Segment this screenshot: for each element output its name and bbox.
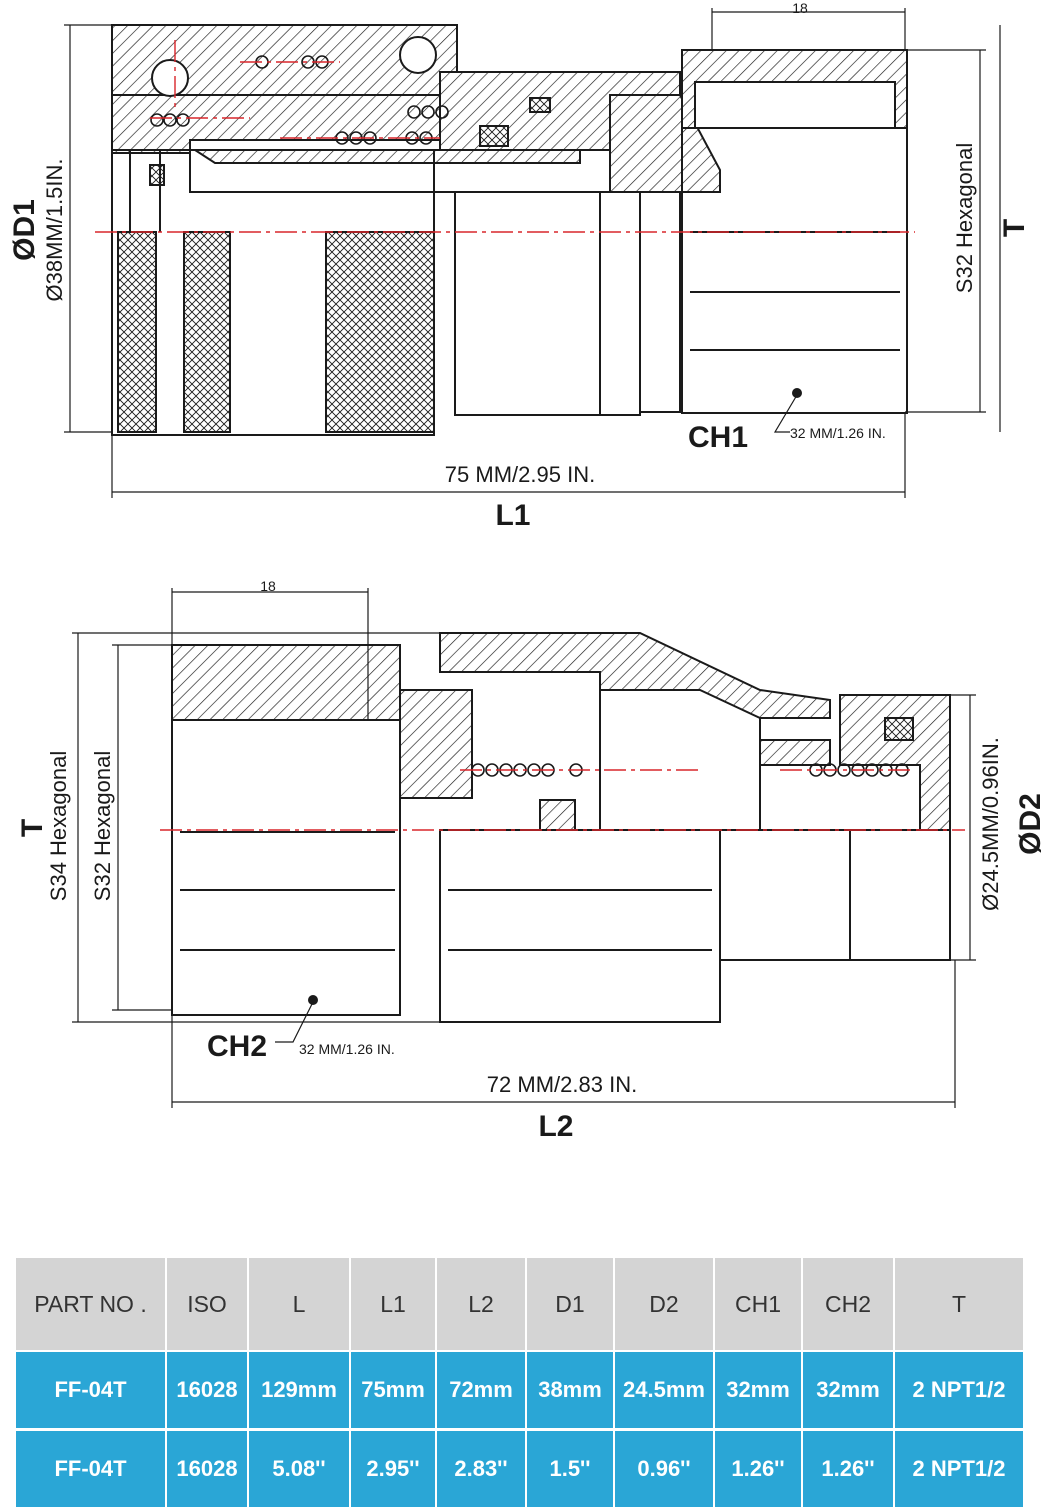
d2-hex-outer-label: S34 Hexagonal bbox=[46, 751, 71, 901]
table-row: FF-04T 16028 5.08'' 2.95'' 2.83'' 1.5'' … bbox=[16, 1429, 1025, 1510]
header-d2: D2 bbox=[614, 1258, 715, 1352]
table-cell: 32mm bbox=[714, 1351, 803, 1431]
table-cell: 2 NPT1/2 bbox=[894, 1351, 1025, 1431]
d1-diameter-label: ØD1 bbox=[8, 199, 41, 261]
d1-length-value: 75 MM/2.95 IN. bbox=[445, 462, 595, 487]
table-cell: 75mm bbox=[350, 1351, 437, 1431]
table-cell: 32mm bbox=[802, 1351, 895, 1431]
table-cell: FF-04T bbox=[16, 1351, 167, 1431]
table-cell: 16028 bbox=[166, 1429, 249, 1510]
d2-length-label: L2 bbox=[538, 1110, 573, 1143]
header-ch1: CH1 bbox=[714, 1258, 803, 1352]
table-cell: FF-04T bbox=[16, 1429, 167, 1510]
d2-ch-label: CH2 bbox=[207, 1030, 267, 1063]
header-l: L bbox=[248, 1258, 351, 1352]
header-ch2: CH2 bbox=[802, 1258, 895, 1352]
d1-ch-label: CH1 bbox=[688, 421, 748, 454]
header-l1: L1 bbox=[350, 1258, 437, 1352]
d1-dim-top: 18 bbox=[792, 0, 808, 16]
table-cell: 1.26'' bbox=[714, 1429, 803, 1510]
d2-dim-top: 18 bbox=[260, 578, 276, 594]
table-cell: 2.95'' bbox=[350, 1429, 437, 1510]
d2-thread-label: T bbox=[16, 819, 49, 837]
table-row: FF-04T 16028 129mm 75mm 72mm 38mm 24.5mm… bbox=[16, 1351, 1025, 1431]
d1-length-label: L1 bbox=[495, 499, 530, 532]
table-cell: 1.5'' bbox=[526, 1429, 615, 1510]
coupler-drawings: 18 ØD1 Ø38MM/1.5IN. S32 Hexagonal T CH1 … bbox=[8, 0, 1042, 1143]
d1-hex-label: S32 Hexagonal bbox=[952, 143, 977, 293]
table-cell: 1.26'' bbox=[802, 1429, 895, 1510]
table-cell: 24.5mm bbox=[614, 1351, 715, 1431]
d1-diameter-value: Ø38MM/1.5IN. bbox=[42, 158, 67, 301]
table-cell: 16028 bbox=[166, 1351, 249, 1431]
header-l2: L2 bbox=[436, 1258, 527, 1352]
table-header-row: PART NO . ISO L L1 L2 D1 D2 CH1 CH2 T bbox=[16, 1258, 1025, 1352]
d2-hex-inner-label: S32 Hexagonal bbox=[90, 751, 115, 901]
d2-diameter-label: ØD2 bbox=[1014, 793, 1042, 855]
d2-length-value: 72 MM/2.83 IN. bbox=[487, 1072, 637, 1097]
header-d1: D1 bbox=[526, 1258, 615, 1352]
male-nipple-drawing bbox=[72, 588, 976, 1108]
table-cell: 129mm bbox=[248, 1351, 351, 1431]
table-cell: 2 NPT1/2 bbox=[894, 1429, 1025, 1510]
female-coupler-drawing bbox=[64, 8, 1001, 498]
d1-ch-value: 32 MM/1.26 IN. bbox=[790, 425, 886, 441]
table-cell: 5.08'' bbox=[248, 1429, 351, 1510]
table-cell: 38mm bbox=[526, 1351, 615, 1431]
table-cell: 2.83'' bbox=[436, 1429, 527, 1510]
header-part-no: PART NO . bbox=[16, 1258, 167, 1352]
d2-ch-value: 32 MM/1.26 IN. bbox=[299, 1041, 395, 1057]
header-iso: ISO bbox=[166, 1258, 249, 1352]
d1-thread-label: T bbox=[998, 219, 1031, 237]
header-t: T bbox=[894, 1258, 1025, 1352]
d2-diameter-value: Ø24.5MM/0.96IN. bbox=[978, 737, 1003, 911]
table-cell: 0.96'' bbox=[614, 1429, 715, 1510]
table-cell: 72mm bbox=[436, 1351, 527, 1431]
spec-table: PART NO . ISO L L1 L2 D1 D2 CH1 CH2 T FF… bbox=[16, 1258, 1025, 1510]
